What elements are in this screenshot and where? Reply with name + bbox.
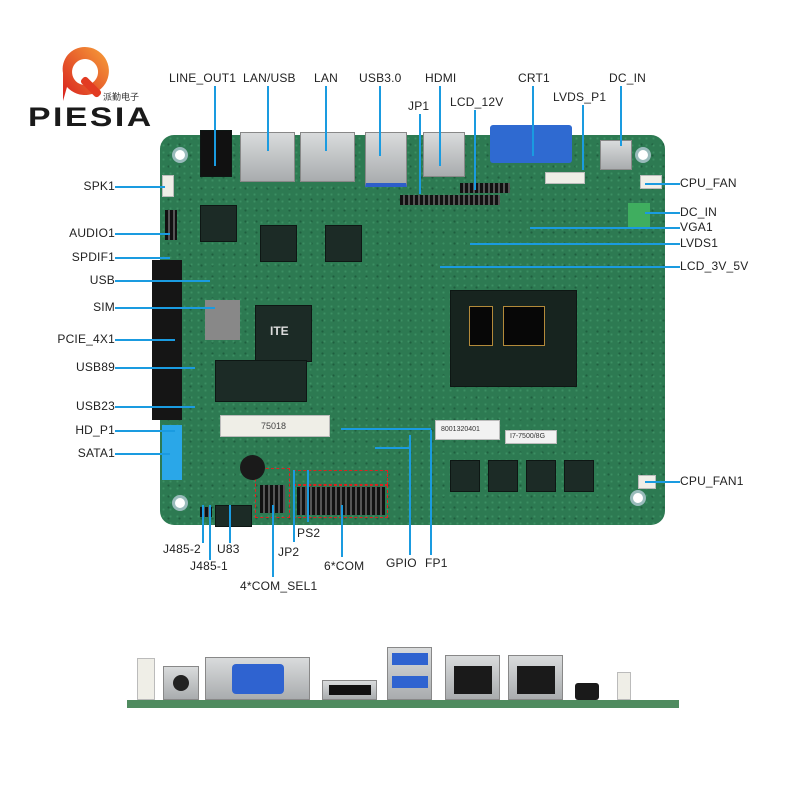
label-sata1: SATA1 (77, 446, 115, 460)
audio1-header (165, 210, 177, 240)
brand-name: PIESIA (28, 102, 154, 132)
m2-slot: 75018 (220, 415, 330, 437)
rear-usb3-port (387, 647, 432, 700)
rear-lan-port-1 (445, 655, 500, 700)
label-dc-in-top: DC_IN (609, 71, 647, 85)
label-hdmi: HDMI (425, 71, 457, 85)
label-pcie-4x1: PCIE_4X1 (57, 332, 115, 346)
label-usb89: USB89 (75, 360, 115, 374)
brand-logo: 派勤电子 PIESIA (28, 40, 151, 132)
super-io-chip: ITE (255, 305, 312, 362)
ram-chip (450, 460, 480, 492)
mount-hole (172, 495, 188, 511)
j485-header (200, 507, 212, 517)
label-j485-2: J485-2 (163, 542, 201, 556)
label-vga1: VGA1 (680, 220, 713, 234)
label-ps2: PS2 (297, 526, 321, 540)
sata1-port (162, 425, 182, 480)
audio-codec-chip (200, 205, 237, 242)
label-spk1: SPK1 (83, 179, 115, 193)
lan-chip (260, 225, 297, 262)
vga1-header (460, 183, 510, 193)
dc-in-jack (600, 140, 632, 170)
label-line-out1: LINE_OUT1 (169, 71, 237, 85)
label-lvds1: LVDS1 (680, 236, 719, 250)
label-hd-p1: HD_P1 (75, 423, 115, 437)
buzzer (240, 455, 265, 480)
lan-port (300, 132, 355, 182)
label-spdif1: SPDIF1 (71, 250, 115, 264)
label-cpu-fan1: CPU_FAN1 (680, 474, 744, 488)
label-lan-usb: LAN/USB (243, 71, 296, 85)
cpu-sticker-2: I7-7500/8G (505, 430, 557, 444)
rear-fan-header (137, 658, 155, 700)
mini-pcie-slot (215, 360, 307, 402)
label-dc-in-right: DC_IN (680, 205, 718, 219)
rear-hdmi-port (322, 680, 377, 700)
usb3-port (365, 132, 407, 187)
lvds1-header (400, 195, 500, 205)
dc-in-terminal (628, 203, 650, 228)
label-4com-sel1: 4*COM_SEL1 (240, 579, 318, 593)
label-sim: SIM (93, 300, 115, 314)
rear-dc-jack (163, 666, 199, 700)
lvds-p1-header (545, 172, 585, 184)
rear-vga-port (205, 657, 310, 700)
label-lvds-p1: LVDS_P1 (553, 90, 607, 104)
label-lcd-3v-5v: LCD_3V_5V (680, 259, 749, 273)
label-cpu-fan: CPU_FAN (680, 176, 737, 190)
cpu-sticker-1: 8001320401 (435, 420, 500, 440)
label-u83: U83 (217, 542, 240, 556)
label-usb23: USB23 (75, 399, 115, 413)
q-logo-icon (62, 46, 109, 101)
rear-lan-port-2 (508, 655, 563, 700)
line-out-jack (200, 130, 232, 177)
rear-header (617, 672, 631, 700)
rear-audio-jack (575, 683, 599, 700)
label-usb: USB (89, 273, 115, 287)
label-usb3: USB3.0 (359, 71, 402, 85)
label-j485-1: J485-1 (190, 559, 228, 573)
label-gpio: GPIO (386, 556, 417, 570)
label-audio1: AUDIO1 (69, 226, 115, 240)
mount-hole (630, 490, 646, 506)
label-lcd-12v: LCD_12V (450, 95, 504, 109)
label-crt1: CRT1 (518, 71, 550, 85)
brand-subtitle: 派勤电子 (103, 92, 140, 102)
label-6com: 6*COM (324, 559, 365, 573)
label-lan: LAN (314, 71, 338, 85)
crt-vga-port (490, 125, 572, 163)
hdmi-port (423, 132, 465, 177)
ram-chip (526, 460, 556, 492)
motherboard: ITE 75018 8001320401 I7-7500/8G (152, 125, 665, 527)
ram-chip (488, 460, 518, 492)
sim-slot (205, 300, 240, 340)
lan-chip (325, 225, 362, 262)
cpu-package (450, 290, 577, 387)
cpu-fan-header (640, 175, 662, 189)
u83-chip (215, 505, 252, 527)
label-jp2: JP2 (278, 545, 300, 559)
mount-hole (635, 147, 651, 163)
rear-pcb-edge (127, 700, 679, 708)
label-fp1: FP1 (425, 556, 448, 570)
ram-chip (564, 460, 594, 492)
label-jp1: JP1 (408, 99, 430, 113)
mount-hole (172, 147, 188, 163)
